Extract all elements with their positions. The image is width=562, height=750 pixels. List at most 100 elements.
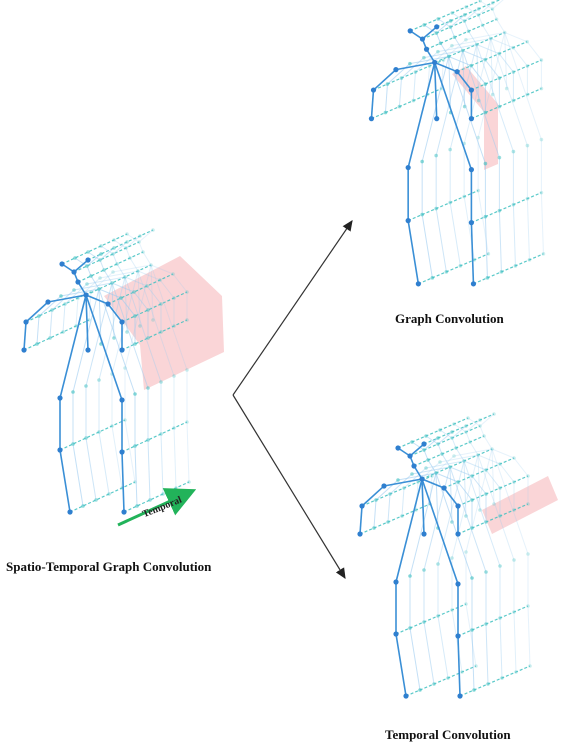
temporal-edge <box>407 190 479 222</box>
bone <box>125 235 141 249</box>
bone <box>449 26 455 38</box>
joint <box>393 67 399 73</box>
joint <box>484 520 488 524</box>
bone <box>451 12 465 22</box>
bone <box>471 629 475 691</box>
joint <box>539 58 544 62</box>
joint <box>513 264 518 268</box>
bone <box>134 445 138 507</box>
joint <box>405 218 411 224</box>
bone <box>111 282 149 389</box>
bone <box>435 32 441 44</box>
joint <box>432 682 436 686</box>
joint <box>450 430 454 434</box>
joint <box>107 492 111 496</box>
temporal-edge <box>457 605 529 637</box>
joint <box>514 670 518 674</box>
bone <box>409 56 449 65</box>
bone <box>398 78 402 107</box>
joint <box>357 531 363 537</box>
joint <box>464 430 468 434</box>
temporal-edge <box>123 481 190 513</box>
bone <box>395 61 435 71</box>
bone <box>439 429 453 439</box>
joint <box>423 46 430 52</box>
joint <box>393 579 399 585</box>
bone <box>457 635 461 697</box>
joint <box>408 574 412 578</box>
joint <box>498 462 502 466</box>
bone <box>99 270 139 279</box>
temporal-edge <box>471 88 542 120</box>
temporal-edge <box>471 59 542 91</box>
temporal-edge <box>459 665 531 697</box>
bone <box>59 449 71 513</box>
joint <box>512 480 516 484</box>
bone <box>483 435 493 450</box>
temporal-edge <box>371 88 442 120</box>
bone <box>112 264 152 273</box>
joint <box>415 281 421 287</box>
joint <box>446 676 450 680</box>
joint <box>410 440 414 444</box>
bone <box>451 609 463 673</box>
bone <box>476 44 480 101</box>
joint <box>422 568 426 572</box>
bone <box>485 469 501 489</box>
bone <box>465 6 479 16</box>
flow-arrow-to-temporal <box>232 394 346 580</box>
bone <box>465 603 477 667</box>
bone <box>423 621 435 685</box>
caption-spatio-temporal: Spatio-Temporal Graph Convolution <box>6 559 212 574</box>
joint <box>85 257 91 263</box>
joint <box>89 274 93 278</box>
joint <box>450 11 455 15</box>
bone <box>448 56 472 67</box>
bone <box>423 466 451 571</box>
bone <box>124 276 148 287</box>
joint <box>148 498 152 502</box>
joint <box>86 250 90 254</box>
temporal-edge <box>422 8 493 40</box>
bone <box>86 276 126 285</box>
bone <box>491 448 515 459</box>
joint <box>539 86 544 91</box>
bone <box>147 439 151 501</box>
bone <box>423 24 437 34</box>
joint <box>119 319 125 325</box>
joint <box>462 194 466 199</box>
joint <box>383 110 388 115</box>
joint <box>374 498 378 502</box>
joint <box>416 480 420 484</box>
bone <box>477 32 506 138</box>
temporal-edge <box>59 419 126 451</box>
bone <box>462 50 466 107</box>
bone <box>59 294 87 399</box>
bone <box>98 288 122 299</box>
joint <box>448 147 452 152</box>
joint <box>161 492 165 496</box>
joint <box>436 17 441 21</box>
bone <box>477 454 501 465</box>
joint <box>483 161 488 166</box>
joint <box>539 137 544 142</box>
joint <box>98 258 102 262</box>
joint <box>498 564 502 568</box>
bone <box>455 447 465 462</box>
bone <box>73 282 113 291</box>
joint <box>464 424 468 428</box>
joint <box>436 436 440 440</box>
bone <box>499 617 503 679</box>
bone <box>433 62 473 170</box>
bone <box>476 44 514 152</box>
joint <box>470 498 474 502</box>
joint <box>381 483 387 489</box>
joint <box>411 463 417 469</box>
joint <box>411 98 416 103</box>
joint <box>151 228 155 232</box>
bone <box>72 288 100 393</box>
joint <box>448 200 452 205</box>
temporal-edge <box>421 448 493 480</box>
joint <box>71 442 75 446</box>
joint <box>112 238 116 242</box>
